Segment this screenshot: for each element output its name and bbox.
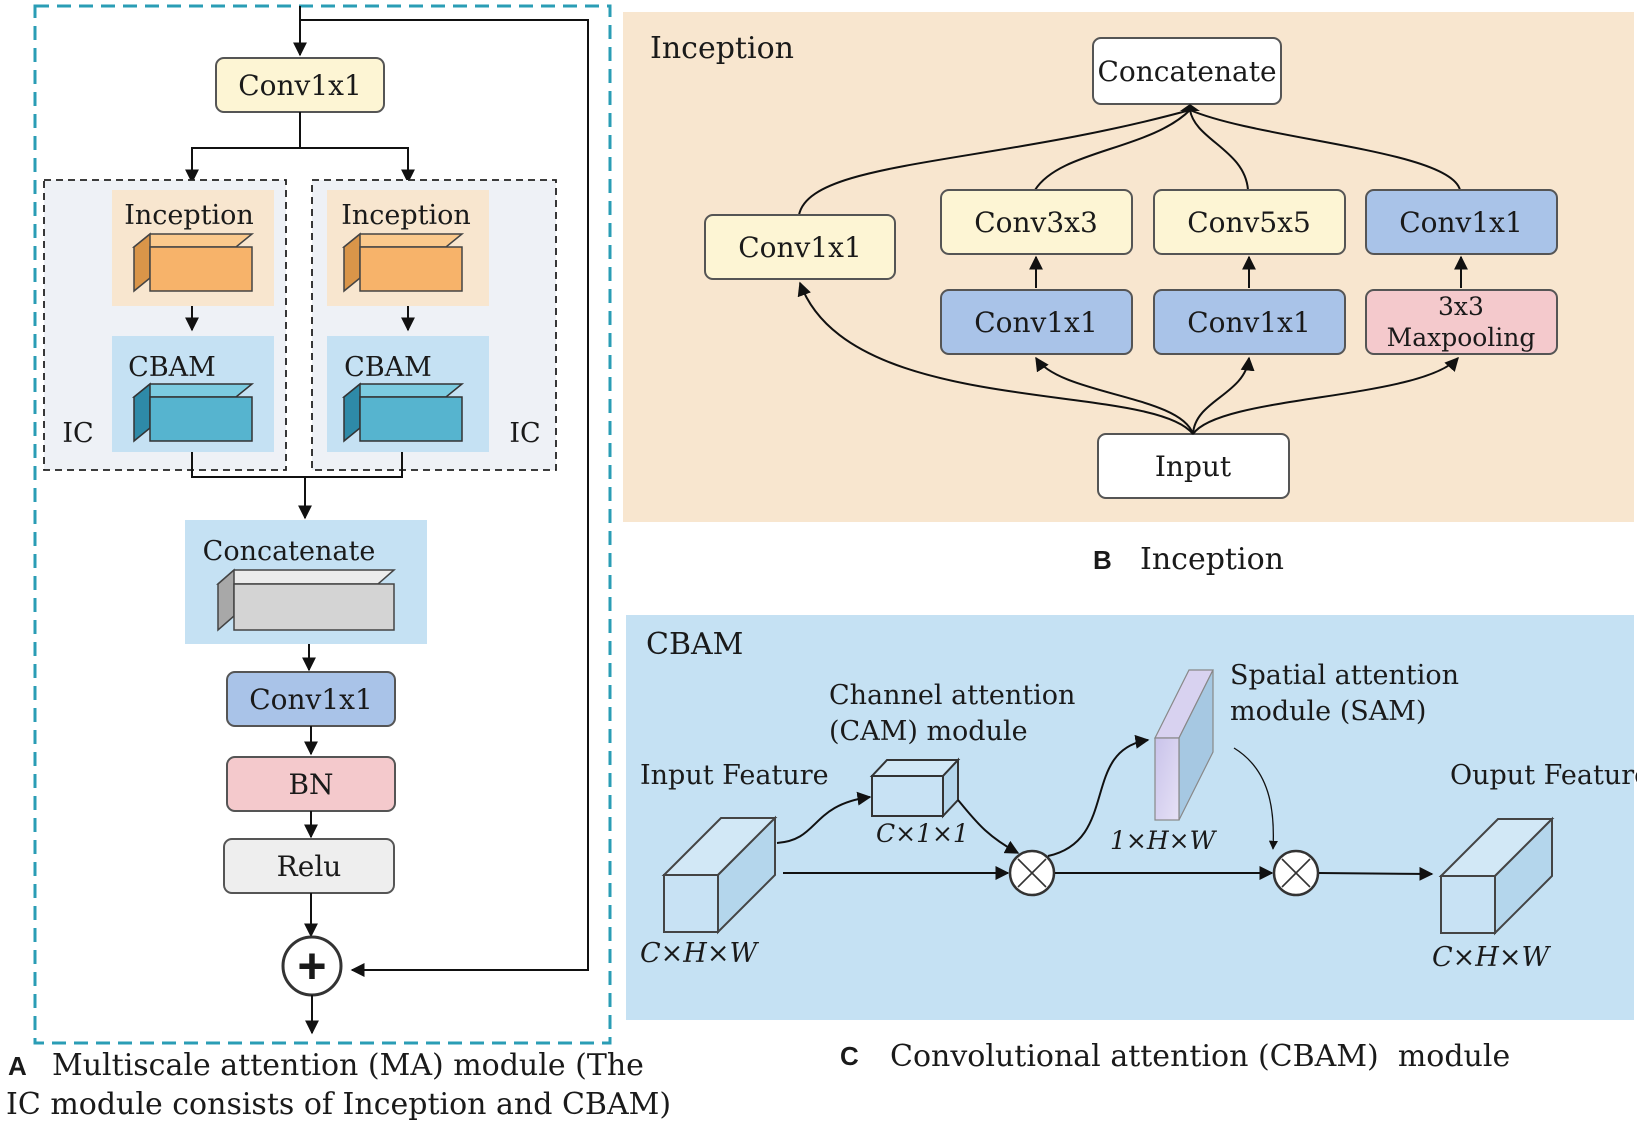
b-concat-box — [1092, 37, 1282, 105]
ic-right: Inception CBAM IC — [311, 179, 557, 471]
caption-b-text: Inception — [1140, 542, 1284, 577]
split-left — [185, 147, 300, 184]
ic-right-cbam-cube — [341, 382, 465, 443]
split-right — [300, 147, 415, 184]
c-arrow-cam-mult1 — [957, 799, 1020, 854]
b-maxpool-l1: 3x3 — [1438, 292, 1484, 321]
skip-connection — [300, 19, 589, 977]
b-conv5-box — [1153, 189, 1346, 255]
ic-right-cbam-label: CBAM — [344, 352, 432, 383]
c-arrow-mult2-output — [1318, 866, 1434, 881]
caption-b-letter: B — [1093, 545, 1112, 575]
caption-a-line1: Multiscale attention (MA) module (The — [52, 1048, 644, 1083]
c-output-cube — [1438, 816, 1555, 936]
panel-b: Inception Concatenate Conv1x1 Conv3x3 Co… — [623, 12, 1634, 577]
b-conv3-label: Conv3x3 — [974, 206, 1098, 239]
top-conv-label: Conv1x1 — [238, 69, 362, 102]
b-conv-mid2-label: Conv1x1 — [1187, 306, 1311, 339]
panel-c: CBAM Input Feature C×H×W Channel attenti… — [626, 615, 1637, 1074]
concat-label: Concatenate — [203, 536, 376, 567]
b-conv5-label: Conv5x5 — [1187, 206, 1311, 239]
c-cam-l2: (CAM) module — [829, 716, 1028, 747]
c-input-dims: C×H×W — [640, 938, 759, 969]
caption-a-letter: A — [8, 1051, 27, 1081]
relu-box — [223, 838, 395, 894]
c-output-feature-label: Ouput Feature — [1450, 760, 1637, 791]
b-merge-curves — [798, 109, 1461, 216]
b-input-label: Input — [1155, 450, 1232, 483]
b-concat-label: Concatenate — [1097, 55, 1276, 88]
caption-c-letter: C — [840, 1041, 859, 1071]
c-mult2 — [1272, 849, 1320, 897]
b-conv1-box — [704, 214, 896, 280]
panel-b-title: Inception — [650, 31, 794, 66]
c-cam-l1: Channel attention — [829, 680, 1075, 711]
bn-label: BN — [288, 768, 333, 801]
ic-left-inception-cube — [131, 232, 255, 293]
b-conv-mid1-label: Conv1x1 — [974, 306, 1098, 339]
conv-label: Conv1x1 — [249, 683, 373, 716]
ic-right-inception-label: Inception — [341, 200, 471, 231]
caption-c-text: Convolutional attention (CBAM) module — [890, 1039, 1510, 1074]
ic-left: Inception CBAM IC — [43, 179, 287, 471]
b-conv-right-label: Conv1x1 — [1399, 206, 1523, 239]
b-conv-mid2-box — [1153, 289, 1346, 355]
c-arrow-input-cam — [776, 791, 872, 844]
b-maxpool-box — [1365, 289, 1558, 355]
relu-label: Relu — [277, 850, 342, 883]
b-conv-mid1-box — [940, 289, 1133, 355]
panel-c-bg — [626, 615, 1634, 1020]
c-mult1 — [1008, 849, 1056, 897]
ic-left-inception-label: Inception — [124, 200, 254, 231]
b-input-curves — [797, 281, 1459, 435]
c-arrow-mult1-sam — [1047, 734, 1150, 857]
panel-a: Conv1x1 Inception CBAM IC — [6, 4, 671, 1122]
ic-right-label: IC — [509, 418, 540, 449]
ic-left-cbam-label: CBAM — [128, 352, 216, 383]
ic-left-label: IC — [62, 418, 93, 449]
c-input-cube — [661, 815, 778, 935]
c-sam-l1: Spatial attention — [1230, 660, 1459, 691]
add-node: + — [281, 935, 343, 997]
c-sam-slab — [1154, 669, 1214, 821]
c-sam-l2: module (SAM) — [1230, 696, 1426, 727]
c-cam-dims: C×1×1 — [876, 819, 969, 848]
ic-left-cbam-cube — [131, 382, 255, 443]
c-cam-cube — [869, 757, 961, 819]
c-sam-dims: 1×H×W — [1110, 826, 1218, 855]
ma-module-border — [33, 4, 612, 1045]
concat-cube — [216, 568, 396, 632]
b-conv-right-box — [1365, 189, 1558, 255]
merge-lines — [191, 452, 403, 478]
c-output-dims: C×H×W — [1432, 942, 1551, 973]
b-concat-arrowhead — [1180, 104, 1200, 111]
add-symbol: + — [297, 938, 326, 994]
c-arrow-sam-mult2 — [1233, 747, 1278, 850]
c-input-feature-label: Input Feature — [640, 760, 829, 791]
b-conv1-label: Conv1x1 — [738, 231, 862, 264]
b-maxpool-l2: Maxpooling — [1387, 323, 1536, 352]
caption-a-line2: IC module consists of Inception and CBAM… — [6, 1087, 671, 1122]
ic-right-inception-cube — [341, 232, 465, 293]
b-conv3-box — [940, 189, 1133, 255]
panel-c-title: CBAM — [646, 627, 743, 662]
